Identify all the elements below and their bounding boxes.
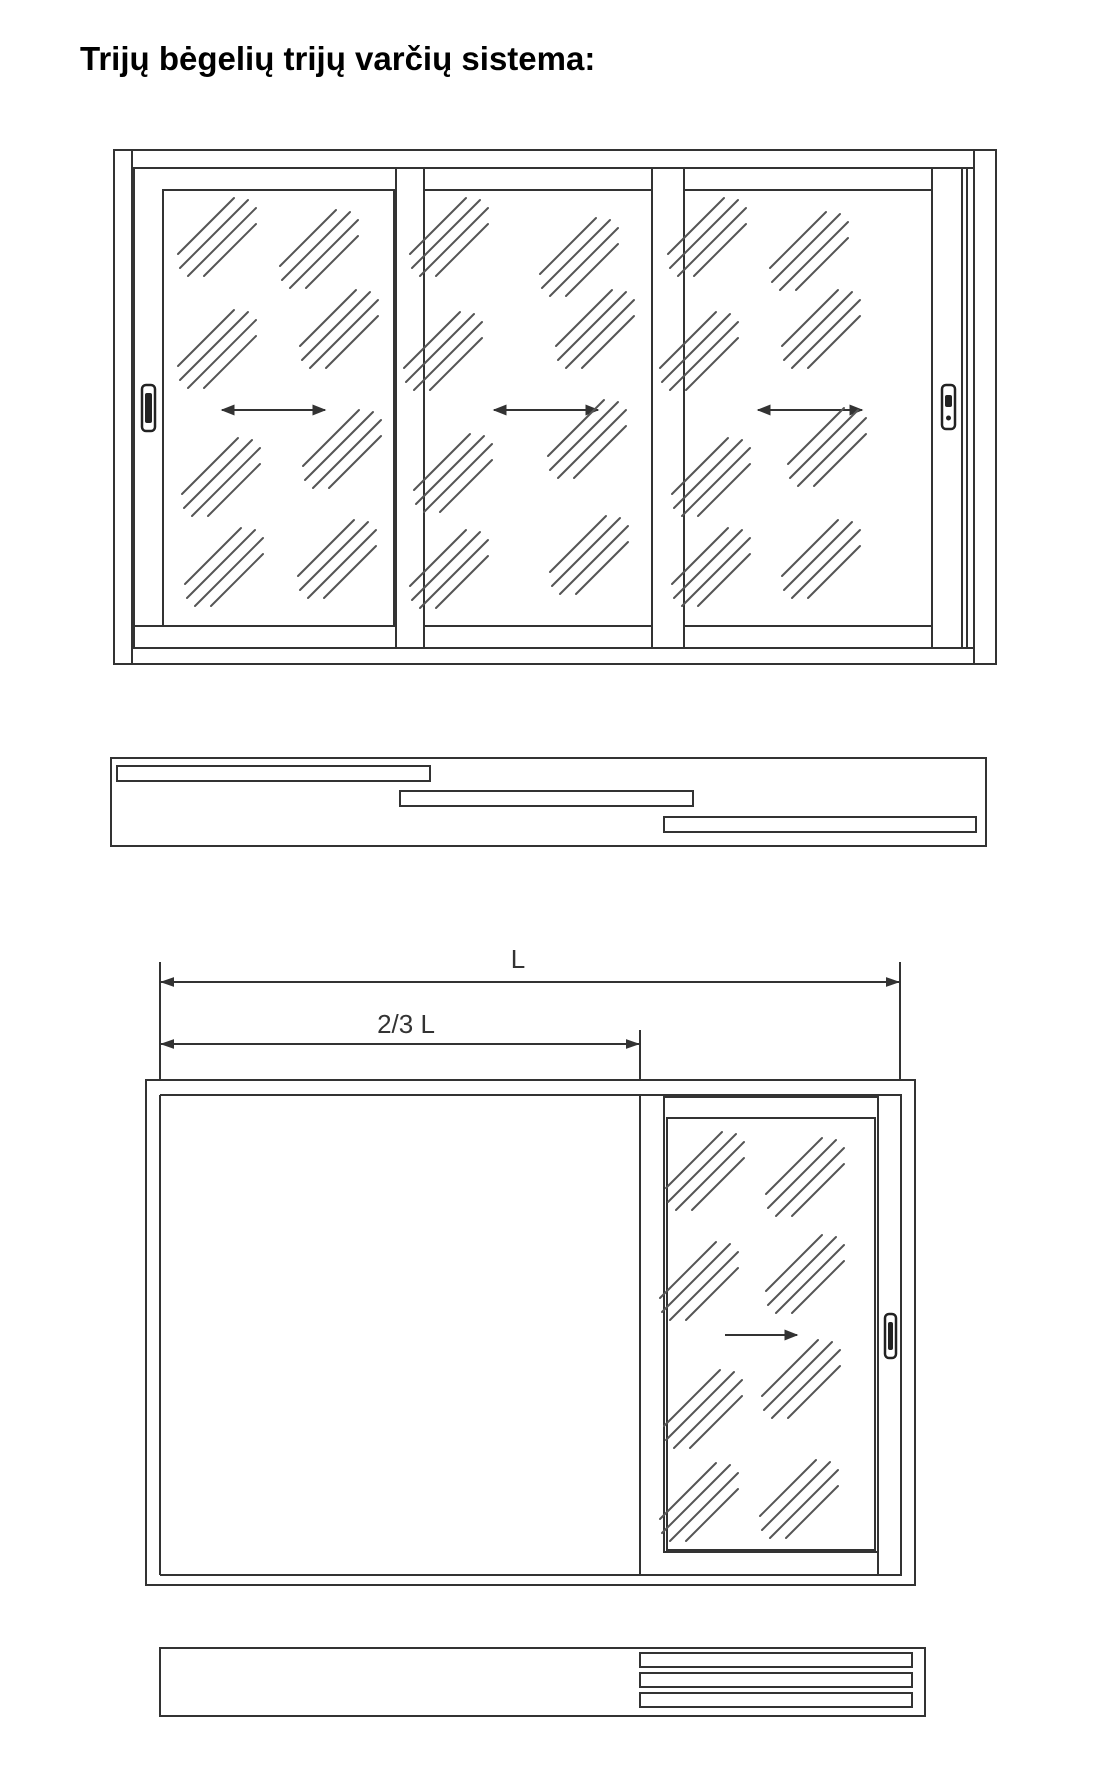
track-rail-2 (399, 790, 694, 807)
handle-icon (940, 383, 957, 431)
glass-reflection-marks (177, 197, 867, 609)
track-rail-1 (116, 765, 431, 782)
track-rail-2 (639, 1672, 913, 1688)
handle-icon (140, 383, 157, 433)
mullion (651, 167, 685, 649)
handle-icon (883, 1312, 898, 1360)
stacked-track-cross-section (159, 1647, 926, 1717)
page-title: Trijų bėgelių trijų varčių sistema: (80, 40, 596, 77)
opening-dimension-diagram: L 2/3 L (145, 944, 916, 1586)
three-pane-window (113, 149, 997, 665)
track-rail-3 (663, 816, 977, 833)
glass-pane (683, 189, 933, 627)
glass-reflection-marks (659, 1131, 845, 1542)
sash-right (683, 167, 963, 649)
right-jamb (973, 149, 997, 665)
dimension-label-full: L (511, 944, 525, 974)
left-jamb (113, 149, 133, 665)
track-rail-1 (639, 1652, 913, 1668)
glass-pane (423, 189, 653, 627)
sash-left (133, 167, 397, 649)
dimension-label-partial: 2/3 L (377, 1009, 435, 1039)
track-rail-3 (639, 1692, 913, 1708)
three-track-cross-section (110, 757, 987, 847)
glass-pane (162, 189, 395, 627)
